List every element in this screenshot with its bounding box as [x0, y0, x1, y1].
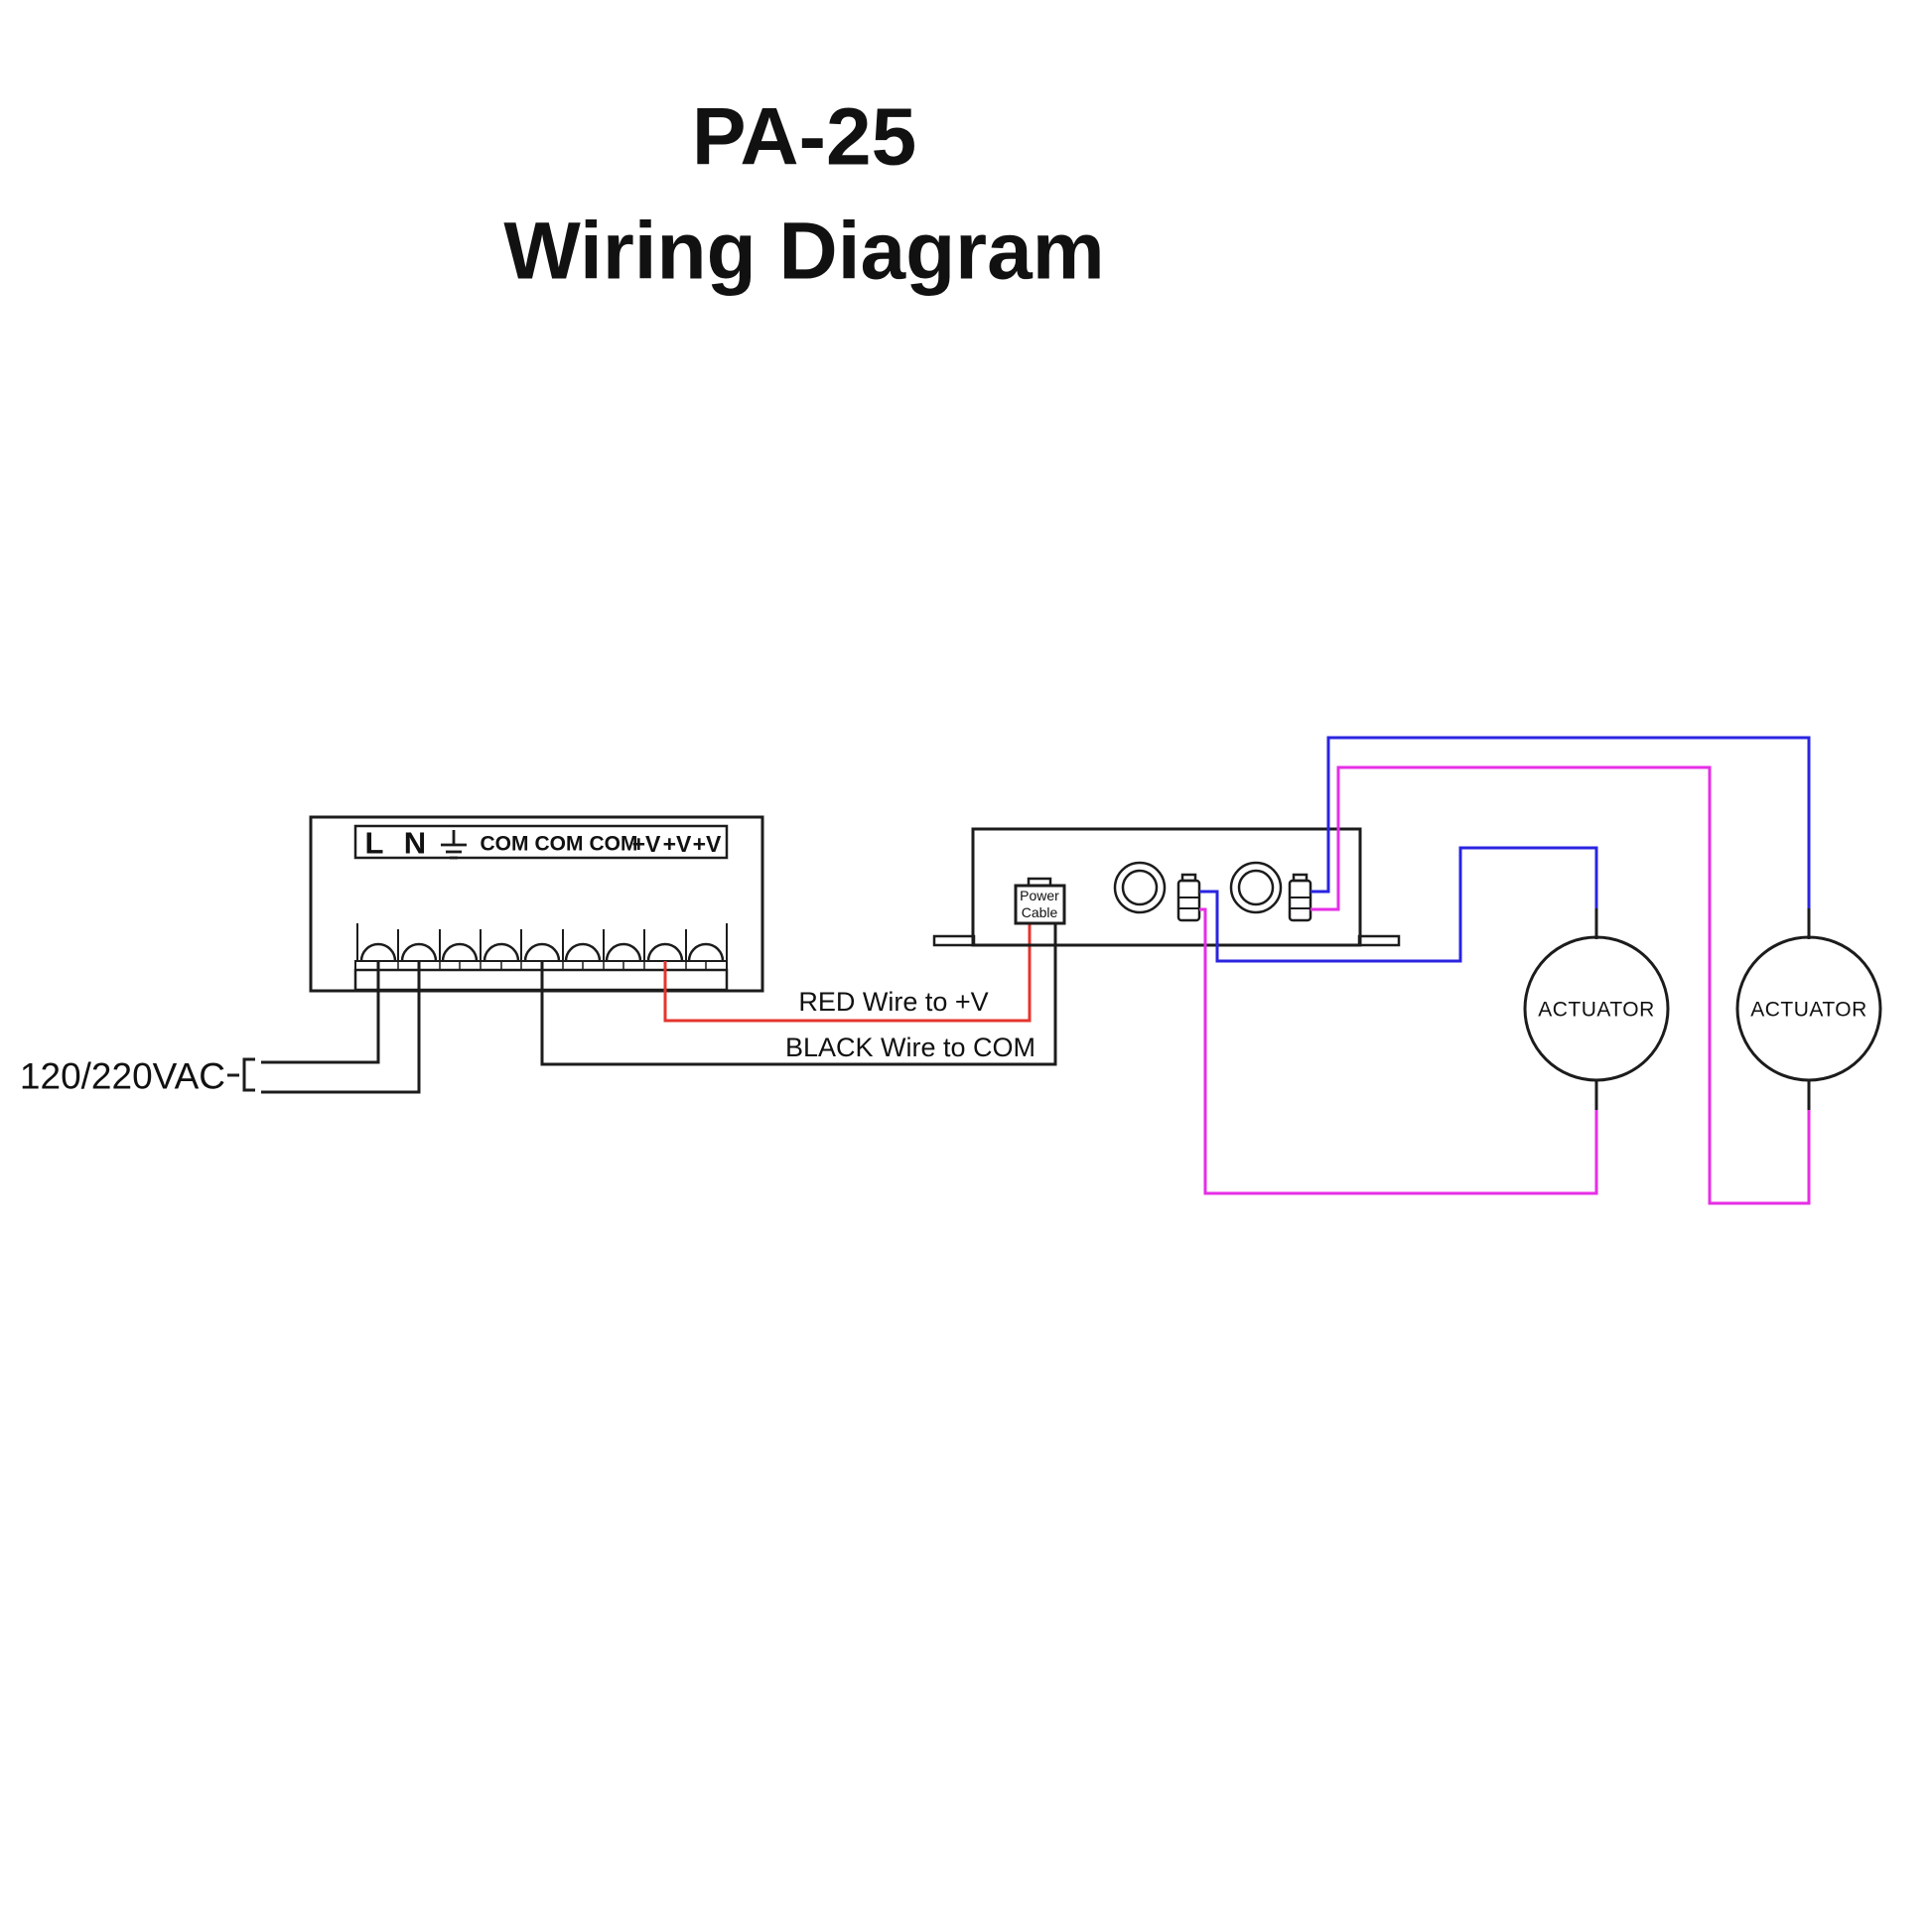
- terminal-arch: [483, 942, 520, 962]
- black-wire-label: BLACK Wire to COM: [785, 1033, 1035, 1062]
- signal-connector-2: [1288, 879, 1312, 922]
- terminal-label-v3: +V: [693, 831, 722, 857]
- terminal-label-v1: +V: [632, 831, 661, 857]
- port-circle-2-inner: [1237, 869, 1275, 906]
- wire-red-v: [663, 922, 1032, 1023]
- wire-magenta-actuator-2: [1311, 765, 1811, 1205]
- actuator-wires-magenta: [1199, 765, 1811, 1205]
- terminal-label-com3: COM: [590, 833, 638, 856]
- control-box-outline: [971, 827, 1362, 947]
- wire-neutral-n: [261, 961, 421, 1094]
- wire-blue-actuator-2: [1311, 736, 1811, 908]
- terminal-label-l: L: [365, 826, 384, 861]
- actuator-2-label: ACTUATOR: [1750, 999, 1867, 1022]
- wire-blue-actuator-1: [1199, 846, 1598, 963]
- title-line-2: Wiring Diagram: [503, 207, 1104, 297]
- red-wire-label: RED Wire to +V: [798, 987, 988, 1017]
- power-cable-label-line2: Cable: [1022, 904, 1058, 920]
- mounting-flange-right: [1357, 934, 1401, 947]
- actuator-wires-blue: [1199, 736, 1811, 963]
- terminal-label-com1: COM: [481, 833, 529, 856]
- wire-line-l: [261, 961, 380, 1064]
- terminal-label-v2: +V: [663, 831, 692, 857]
- control-box: [932, 827, 1401, 947]
- title-line-1: PA-25: [692, 92, 916, 183]
- actuator-1-circle: [1523, 935, 1670, 1082]
- terminal-label-strip: [353, 824, 729, 860]
- actuator-2-circle: [1735, 935, 1882, 1082]
- actuator-2: ACTUATOR: [1735, 935, 1882, 1082]
- signal-connector-1: [1176, 879, 1201, 922]
- mounting-flange-left: [932, 934, 976, 947]
- ac-source: 120/220VAC: [20, 961, 421, 1097]
- diagram-title: PA-25 Wiring Diagram: [503, 92, 1104, 297]
- ac-source-label: 120/220VAC: [20, 1056, 225, 1097]
- dc-power-wires: RED Wire to +V BLACK Wire to COM: [540, 922, 1057, 1066]
- terminal-label-n: N: [404, 826, 426, 861]
- wire-magenta-actuator-1: [1199, 907, 1598, 1195]
- port-circle-2-outer: [1229, 861, 1283, 914]
- terminal-arch: [605, 942, 642, 962]
- actuator-1-label: ACTUATOR: [1538, 999, 1655, 1022]
- terminal-label-com2: COM: [535, 833, 584, 856]
- port-circle-1-inner: [1121, 869, 1159, 906]
- terminal-arch: [687, 942, 725, 962]
- terminal-arch: [400, 942, 438, 962]
- terminal-arch: [441, 942, 479, 962]
- power-cable-label-line1: Power: [1020, 888, 1059, 903]
- ground-icon: [441, 830, 467, 860]
- terminal-arch: [523, 942, 561, 962]
- terminal-arch: [564, 942, 602, 962]
- terminal-separators: [356, 923, 728, 961]
- actuator-1: ACTUATOR: [1523, 935, 1670, 1082]
- actuator-lead-stubs: [1594, 908, 1811, 1110]
- terminal-arches: [359, 942, 725, 962]
- wire-black-com: [540, 922, 1057, 1066]
- power-cable-connector: [1014, 884, 1066, 925]
- terminal-labels: L N COM COM COM +V +V +V: [365, 826, 723, 861]
- port-circle-1-outer: [1113, 861, 1167, 914]
- power-cable-text: Power Cable: [1020, 888, 1059, 920]
- terminal-arch: [646, 942, 684, 962]
- ac-source-bracket: [242, 1057, 255, 1092]
- terminal-arch: [359, 942, 397, 962]
